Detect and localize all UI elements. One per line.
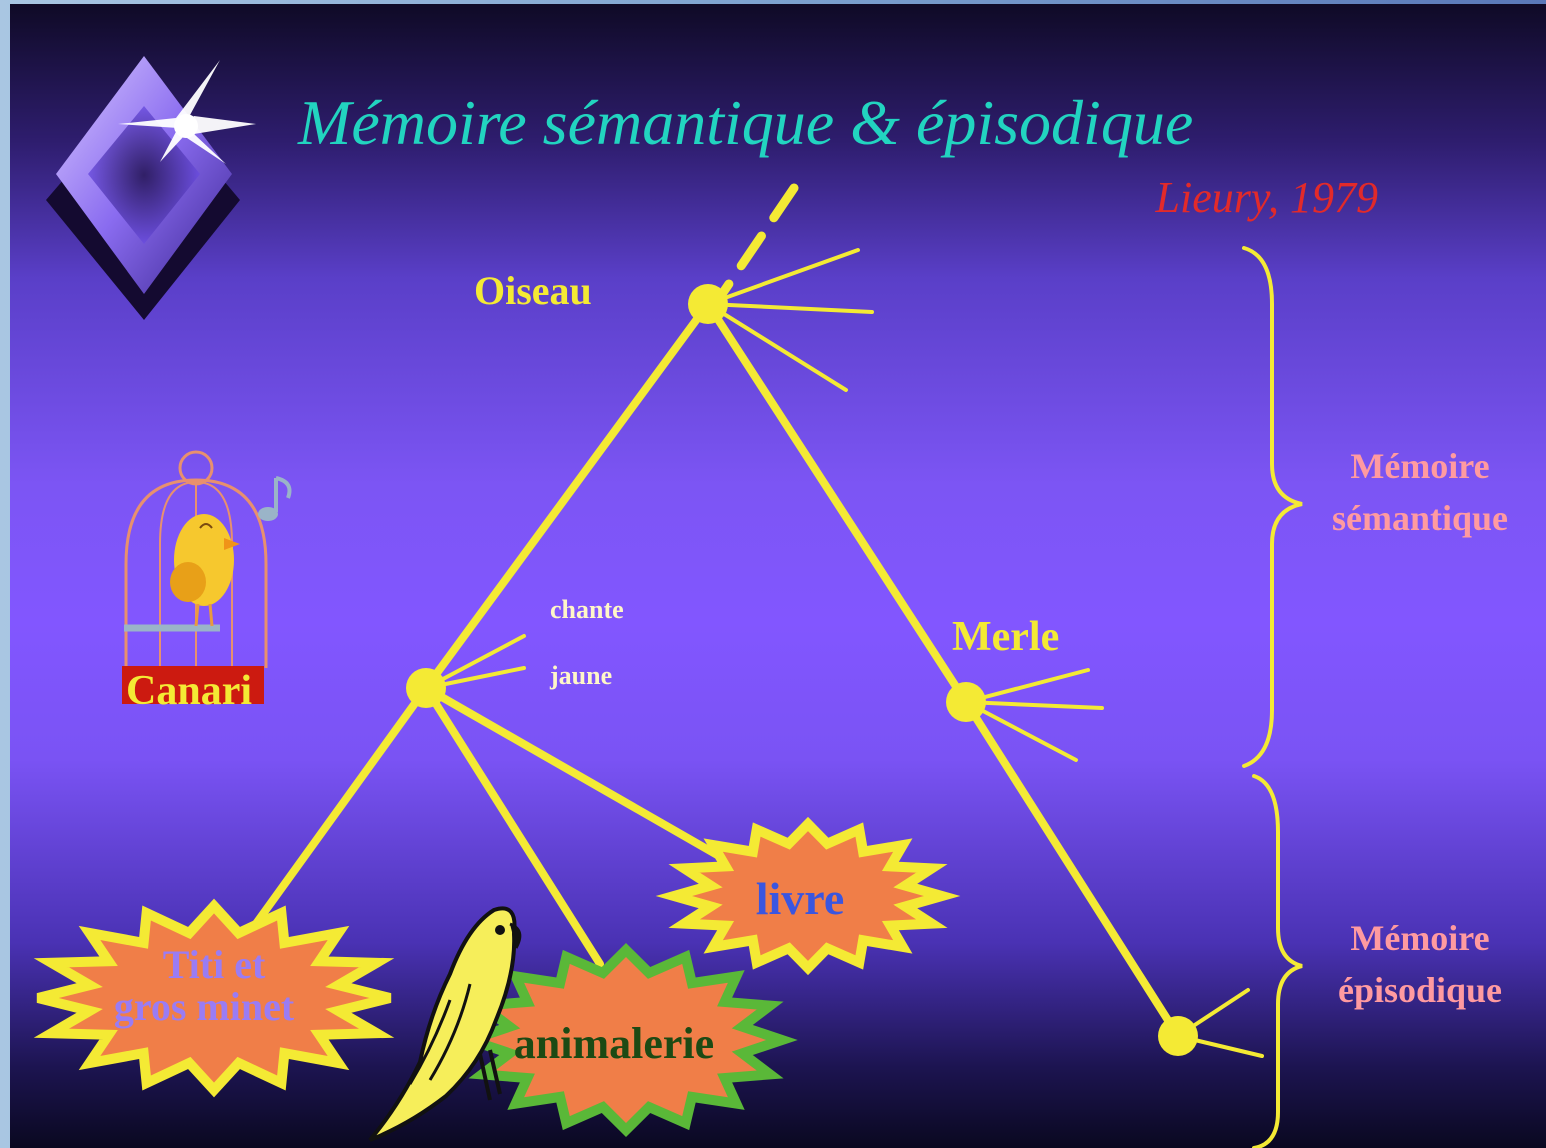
node-oiseau bbox=[688, 284, 728, 324]
link-canari-livre bbox=[422, 684, 730, 864]
link-canari-animalerie bbox=[422, 684, 604, 968]
merle-property-rays bbox=[964, 668, 1104, 762]
diamond-star-logo bbox=[46, 56, 256, 320]
link-oiseau-canari bbox=[422, 300, 712, 692]
label-semantic-1: Mémoire bbox=[1350, 446, 1489, 486]
node-episode bbox=[1158, 1016, 1198, 1056]
node-merle bbox=[946, 682, 986, 722]
burst-livre bbox=[655, 816, 961, 976]
slide-title: Mémoire sémantique & épisodique bbox=[297, 87, 1193, 158]
parrot-icon bbox=[368, 906, 522, 1142]
tree-continuation-dashed bbox=[713, 183, 799, 305]
burst-livre-text: livre bbox=[756, 873, 845, 924]
link-merle-episode bbox=[962, 698, 1182, 1040]
label-oiseau: Oiseau bbox=[474, 268, 592, 313]
burst-titi-line2: gros minet bbox=[114, 984, 295, 1029]
prop-chante: chante bbox=[550, 595, 624, 624]
episodic-bursts bbox=[33, 816, 961, 1138]
brace-episodic bbox=[1252, 774, 1303, 1148]
slide: Mémoire sémantique & épisodique Lieury, … bbox=[10, 4, 1546, 1148]
label-merle: Merle bbox=[952, 614, 1059, 660]
prop-jaune: jaune bbox=[549, 661, 612, 690]
node-canari bbox=[406, 668, 446, 708]
memory-braces bbox=[1242, 246, 1303, 1148]
music-note-icon bbox=[258, 476, 292, 521]
burst-titi-line1: Titi et bbox=[163, 942, 266, 987]
burst-animalerie bbox=[454, 942, 798, 1138]
brace-semantic bbox=[1242, 246, 1303, 768]
citation: Lieury, 1979 bbox=[1155, 173, 1378, 222]
label-canari: Canari bbox=[126, 668, 252, 714]
burst-titi bbox=[33, 898, 395, 1098]
link-oiseau-merle bbox=[704, 300, 970, 706]
semantic-episodic-diagram: Mémoire sémantique & épisodique Lieury, … bbox=[33, 56, 1508, 1148]
label-semantic-2: sémantique bbox=[1332, 498, 1508, 538]
link-canari-titi bbox=[246, 684, 430, 936]
oiseau-property-rays bbox=[706, 248, 874, 392]
birdcage-canary-icon bbox=[122, 450, 268, 704]
burst-animalerie-text: animalerie bbox=[514, 1019, 714, 1068]
label-episodic-1: Mémoire bbox=[1350, 918, 1489, 958]
label-episodic-2: épisodique bbox=[1338, 970, 1502, 1010]
